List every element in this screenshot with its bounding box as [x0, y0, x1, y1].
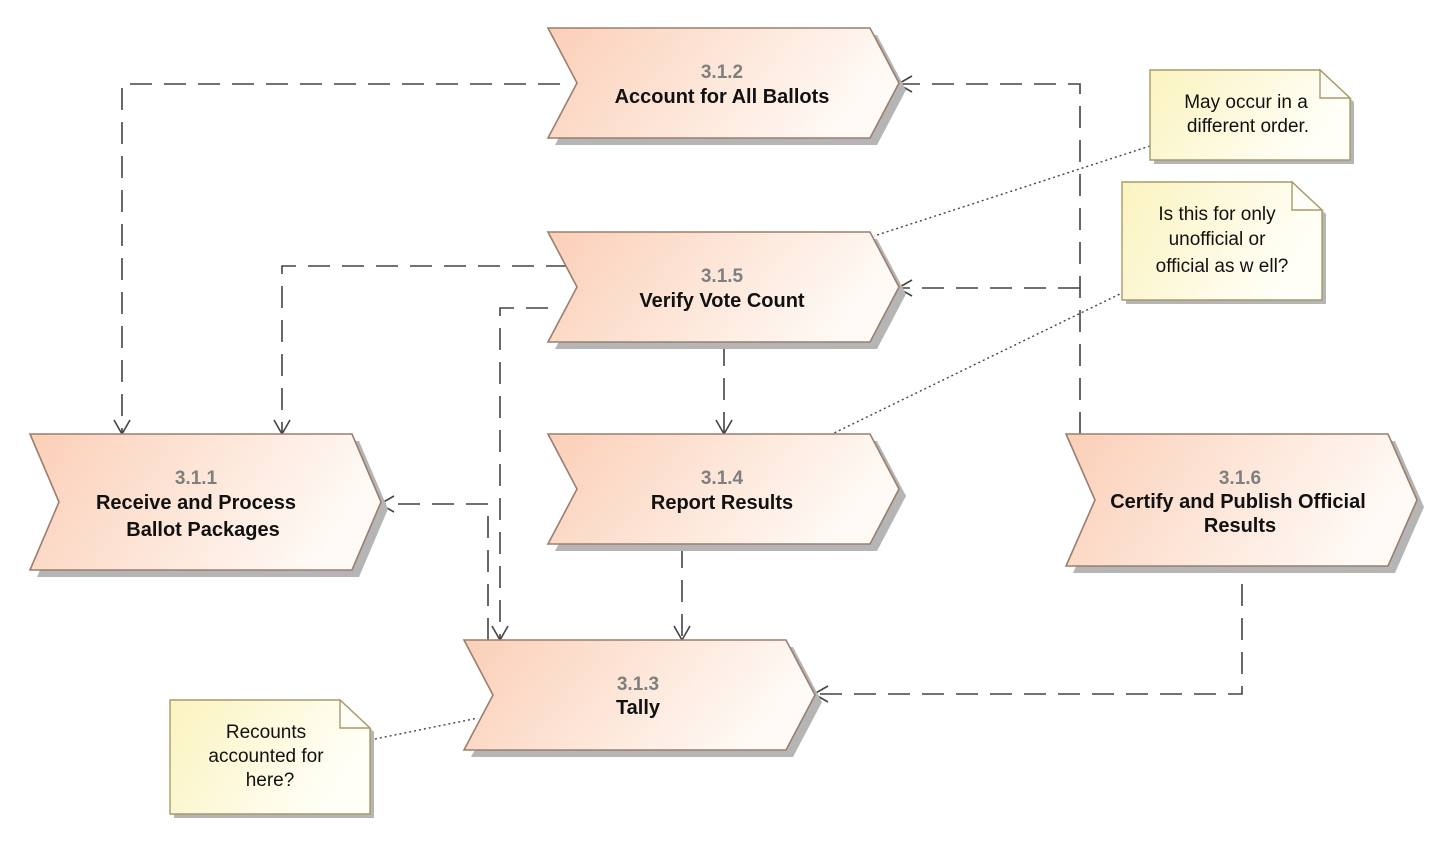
note-line: Is this for only	[1158, 204, 1276, 225]
note-fold-icon	[1291, 180, 1324, 211]
process-title-line-1: Receive and Process	[96, 492, 296, 514]
process-number: 3.1.5	[701, 266, 744, 287]
note-anchors	[369, 145, 1151, 741]
note-line: here?	[246, 770, 295, 791]
connector-313-to-311	[380, 503, 489, 640]
connectors	[113, 75, 1243, 703]
anchor-note3-to-313	[369, 717, 479, 741]
note-line: different order.	[1187, 116, 1309, 137]
note-recounts[interactable]: Recounts accounted for here?	[169, 698, 374, 818]
process-3-1-2[interactable]: 3.1.2 Account for All Ballots	[546, 27, 906, 145]
process-number: 3.1.4	[701, 468, 744, 489]
note-line: accounted for	[208, 746, 324, 767]
note-line: May occur in a	[1184, 92, 1308, 113]
anchor-note1-to-315	[873, 145, 1151, 237]
connector-312-to-311	[121, 83, 560, 434]
process-3-1-4[interactable]: 3.1.4 Report Results	[546, 433, 906, 551]
connector-315-to-311	[281, 265, 568, 434]
connector-316-to-313	[814, 584, 1243, 695]
process-number: 3.1.6	[1219, 468, 1261, 489]
process-title-line-2: Results	[1204, 515, 1276, 537]
note-line: official as w ell?	[1156, 256, 1289, 277]
process-3-1-6[interactable]: 3.1.6 Certify and Publish Official Resul…	[1064, 433, 1424, 573]
connector-316-to-312	[898, 83, 1081, 434]
process-title: Verify Vote Count	[639, 290, 805, 312]
connector-315-to-313	[499, 307, 548, 640]
process-title: Account for All Ballots	[615, 86, 830, 108]
note-line: unofficial or	[1169, 229, 1266, 250]
note-fold-icon	[339, 698, 372, 729]
process-number: 3.1.3	[617, 674, 659, 695]
process-title-line-2: Ballot Packages	[126, 519, 279, 541]
process-3-1-1[interactable]: 3.1.1 Receive and Process Ballot Package…	[28, 433, 388, 577]
process-number: 3.1.1	[175, 468, 218, 489]
process-3-1-3[interactable]: 3.1.3 Tally	[462, 639, 822, 757]
process-number: 3.1.2	[701, 62, 743, 83]
note-may-occur[interactable]: May occur in a different order.	[1149, 68, 1354, 164]
note-fold-icon	[1319, 68, 1352, 99]
anchor-note2-to-314	[831, 291, 1125, 435]
note-unofficial-official[interactable]: Is this for only unofficial or official …	[1121, 180, 1326, 304]
process-title: Tally	[616, 697, 661, 719]
note-line: Recounts	[226, 722, 306, 743]
process-title-line-1: Certify and Publish Official	[1110, 491, 1366, 513]
process-title: Report Results	[651, 492, 793, 514]
process-3-1-5[interactable]: 3.1.5 Verify Vote Count	[546, 231, 906, 349]
